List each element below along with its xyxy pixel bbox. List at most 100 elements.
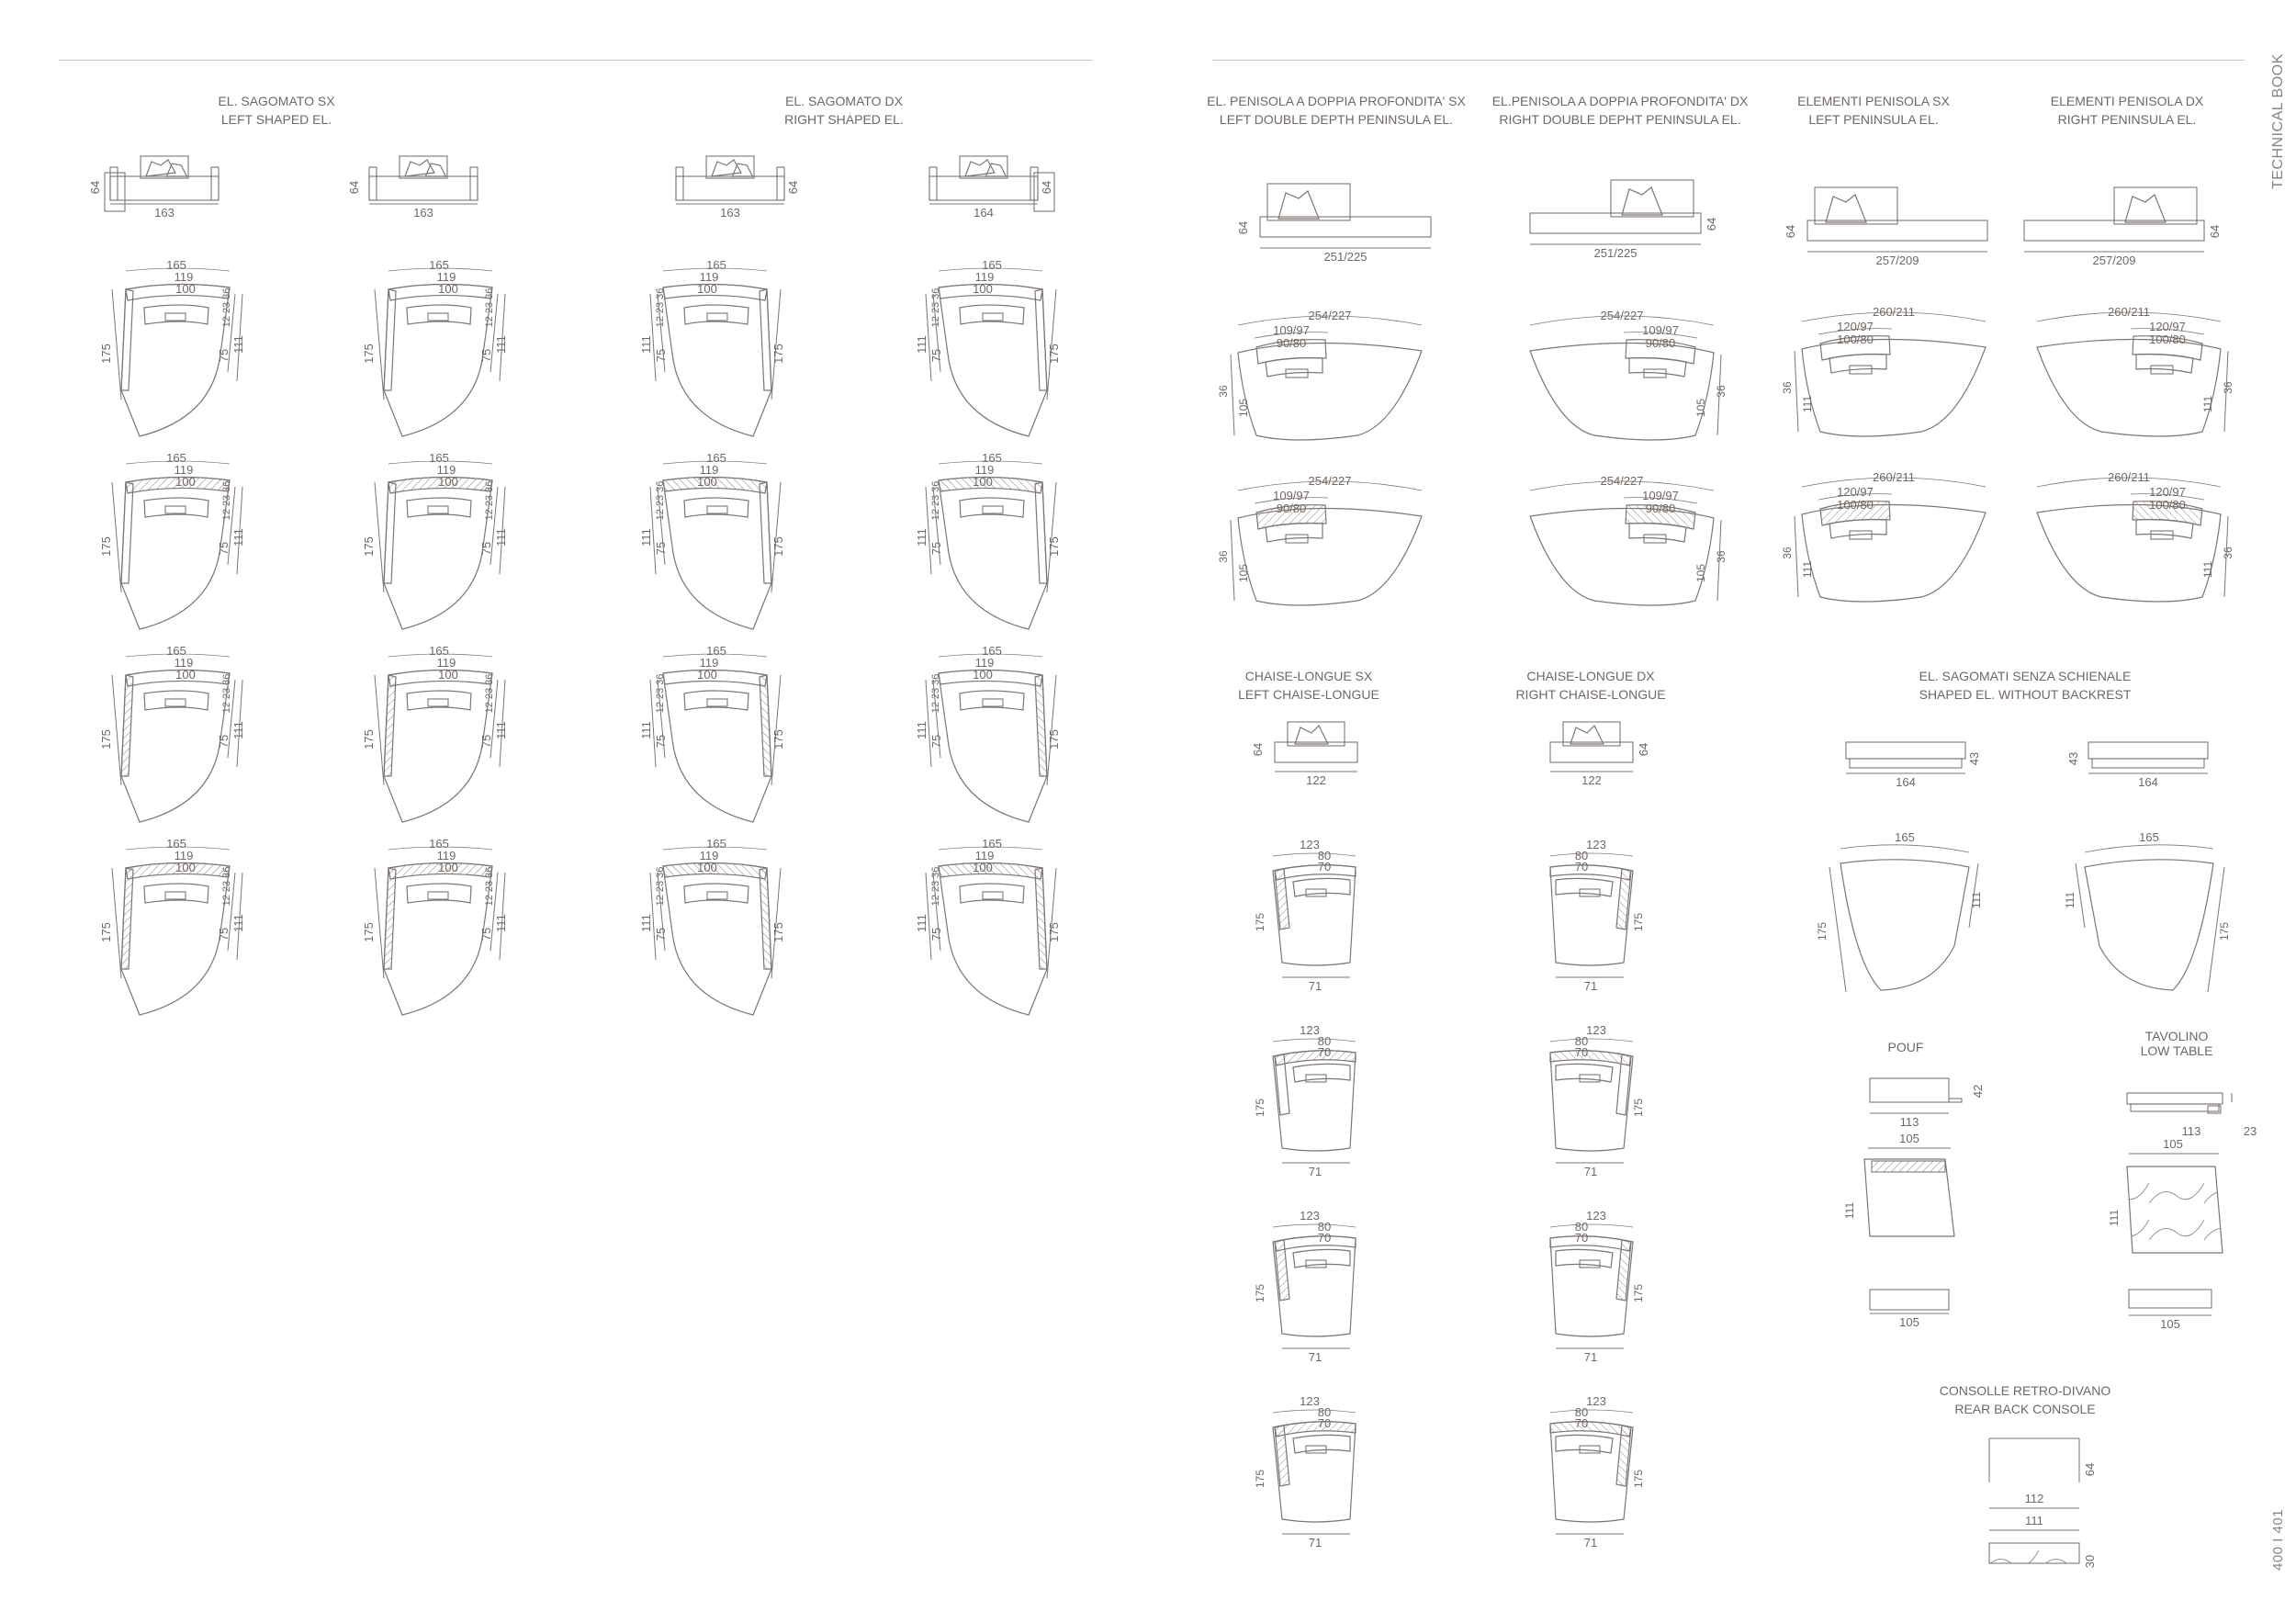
shaped-plan-r4-c1 [111,846,243,1016]
dimension-line [236,486,243,575]
chaise-sx-plan-1 [1272,852,1356,978]
dimension-line [227,872,236,952]
dimension-arc [125,460,231,465]
dimension-label: 111 [2201,396,2214,413]
shaped-plan-r4-c4 [925,846,1057,1016]
cushion [424,163,447,177]
pillow [706,312,728,321]
dimension-line [1968,862,1979,929]
dimension-line [2207,866,2225,993]
dimension-label: 64 [1705,218,1718,231]
seat-outline [120,862,231,1016]
dimension-label: 111 [2108,1210,2121,1227]
chaise-armrest [1615,1239,1632,1302]
dimension-label: 254/227 [1309,309,1352,322]
bench-outline [1840,859,1970,991]
cushion [404,159,435,177]
backrest [662,476,768,494]
dimension-label: 123 [1586,838,1606,851]
dimension-label: 119 [174,270,194,284]
dimension-label: 165 [982,451,1002,465]
cushion [406,883,472,904]
dimension-label: 105 [1899,1315,1919,1329]
dimension-label: 119 [174,656,194,670]
backrest [388,476,493,494]
dimension-label: 100 [697,861,717,874]
dimension-label: 75 [479,928,493,941]
sofa-arm [675,166,684,201]
armrest [759,867,772,970]
seat-outline [383,476,493,630]
dimension-label: 43 [1967,752,1981,765]
dimension-label: 111 [639,914,653,932]
table-foot [2207,1105,2222,1114]
cushion [683,304,749,325]
backrest [662,862,768,880]
chaise-dx-plan-2 [1549,1038,1634,1164]
chaise-sx-plan-2 [1272,1038,1356,1164]
dimension-label: 175 [771,536,785,557]
dimension-arc [1237,480,1423,491]
dimension-label: 165 [166,451,186,465]
cushion [143,883,209,904]
cushion [959,883,1025,904]
table-side [2128,1289,2212,1309]
dimension-label: 70 [1575,1416,1588,1430]
pillow [164,698,186,707]
pouf-foot [1948,1098,1963,1103]
dimension-label: 71 [1309,979,1322,993]
dimension-label: 111 [639,721,653,739]
dimension-label: 175 [2218,922,2231,941]
dimension-label: 100 [973,668,993,682]
dimension-line [1716,519,1722,602]
peninsula-back [1266,183,1351,221]
chaise-backrest [1549,1235,1632,1252]
dimension-line [932,486,941,566]
pillow [982,698,1004,707]
dimension-label: 119 [700,270,719,284]
backrest [388,283,493,301]
dimension-arc [1818,493,1893,501]
dimension-label: 100 [973,282,993,296]
pillow [1305,1259,1327,1268]
dimension-label: 119 [174,849,194,862]
peninsula-outline [1529,507,1715,606]
dimension-label: 36 [1217,385,1230,398]
dimension-line [374,674,385,786]
dimension-label: 165 [706,258,726,272]
peninsula-outline [2036,503,2222,603]
sofa-base [675,175,785,201]
dimension-line [490,679,499,759]
dimension-label: 111 [1801,396,1814,413]
chaise-back [1562,721,1621,747]
dimension-label: 254/227 [1309,474,1352,488]
pillow [427,891,449,900]
cushion [964,159,996,177]
dimension-line [227,486,236,566]
peninsula-outline [1801,338,1986,437]
pillow [1643,368,1667,378]
dimension-line [2075,862,2086,929]
dimension-label: 164 [974,206,994,220]
backrest [938,476,1043,494]
dimension-label: 175 [1632,1470,1645,1488]
peninsula-doppia-dx-plan-2 [1529,480,1722,606]
cushion [145,159,176,177]
cushion [2135,353,2194,374]
dimension-line [1794,350,1799,433]
sofa-arm [469,166,478,201]
dimension-label: 254/227 [1601,474,1644,488]
dimension-label: 80 [1575,1220,1588,1234]
dimension-arc [662,460,768,465]
dimension-label: 163 [413,206,433,220]
